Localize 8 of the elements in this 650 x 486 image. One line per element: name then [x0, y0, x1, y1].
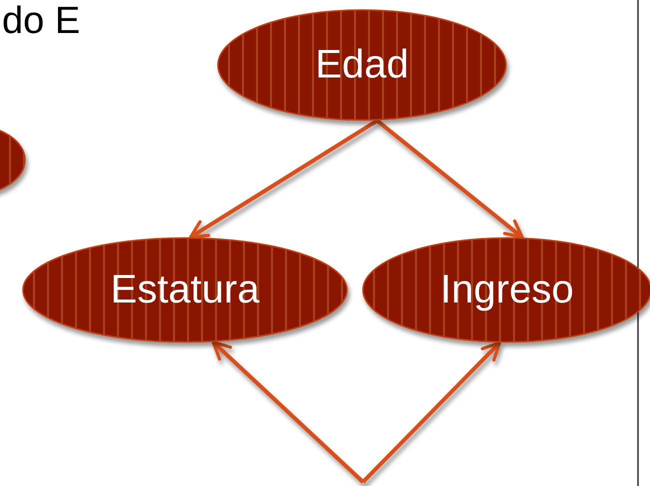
heading-text: do E — [2, 0, 80, 43]
arrow — [362, 341, 501, 484]
node-label: Ingreso — [439, 268, 575, 312]
arrow — [376, 119, 524, 239]
node-label: Estatura — [110, 268, 260, 312]
arrow — [212, 340, 364, 484]
node-label: Edad — [314, 42, 410, 88]
arrow — [189, 119, 378, 239]
